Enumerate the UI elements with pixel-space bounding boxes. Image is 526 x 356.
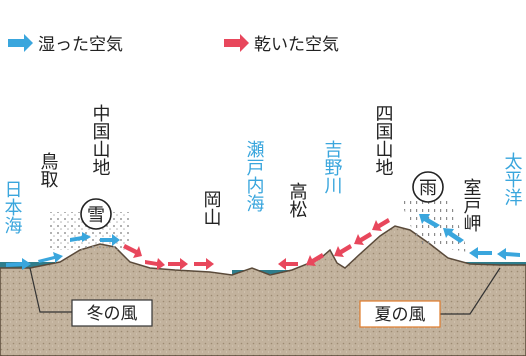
label-takamatsu: 高松 xyxy=(287,182,308,218)
winter-humid-arrow xyxy=(38,252,63,263)
label-yoshino-river: 吉野川 xyxy=(322,140,343,194)
label-tottori: 鳥取 xyxy=(38,152,59,188)
winter-wind-box xyxy=(71,299,153,327)
label-okayama: 岡山 xyxy=(201,190,222,226)
label-japan-sea: 日本海 xyxy=(2,180,23,234)
label-chugoku-mountains: 中国山地 xyxy=(90,104,111,176)
legend-dry-label: 乾いた空気 xyxy=(254,35,339,55)
summer-humid-arrow xyxy=(419,214,440,228)
winter-wind-arrows xyxy=(6,232,214,270)
winter-dry-arrow xyxy=(194,258,214,270)
winter-wind-label: 冬の風 xyxy=(87,304,138,324)
label-seto-inland-sea: 瀬戸内海 xyxy=(244,140,265,212)
summer-wind-label: 夏の風 xyxy=(375,305,426,325)
winter-humid-arrow xyxy=(6,258,31,270)
summer-humid-arrow xyxy=(443,228,464,243)
legend-humid: 湿った空気 xyxy=(8,34,123,55)
humid-arrow-icon xyxy=(8,34,33,52)
summer-dry-arrow xyxy=(372,218,390,231)
legend: 湿った空気 乾いた空気 xyxy=(8,34,339,55)
rain-symbol-text: 雨 xyxy=(419,178,437,199)
summer-dry-arrow xyxy=(306,253,324,266)
summer-wind-label-group: 夏の風 xyxy=(359,267,501,328)
summer-wind-arrows xyxy=(278,214,520,270)
legend-humid-label: 湿った空気 xyxy=(38,35,123,55)
label-shikoku-mountains: 四国山地 xyxy=(373,104,394,176)
winter-dry-arrow xyxy=(168,258,188,270)
winter-humid-arrow xyxy=(70,232,91,242)
winter-wind-label-group: 冬の風 xyxy=(29,267,153,327)
label-muroto-cape: 室戸岬 xyxy=(461,178,482,232)
winter-leader-line xyxy=(29,267,72,313)
rain-symbol: 雨 xyxy=(412,171,444,203)
summer-leader-line xyxy=(440,267,501,315)
legend-dry: 乾いた空気 xyxy=(224,34,339,55)
snow-symbol-text: 雪 xyxy=(87,205,105,226)
summer-dry-arrow xyxy=(334,244,352,257)
label-pacific-ocean: 太平洋 xyxy=(502,152,523,206)
summer-humid-arrow xyxy=(469,247,492,259)
summer-wind-box xyxy=(359,300,441,328)
summer-dry-arrow xyxy=(354,232,372,245)
winter-dry-arrow xyxy=(123,244,142,258)
winter-dry-arrow xyxy=(145,258,165,270)
summer-humid-arrow xyxy=(497,248,520,260)
snow-symbol: 雪 xyxy=(80,198,112,230)
winter-humid-arrow xyxy=(100,234,120,246)
dry-arrow-icon xyxy=(224,34,249,52)
summer-dry-arrow xyxy=(278,258,298,270)
